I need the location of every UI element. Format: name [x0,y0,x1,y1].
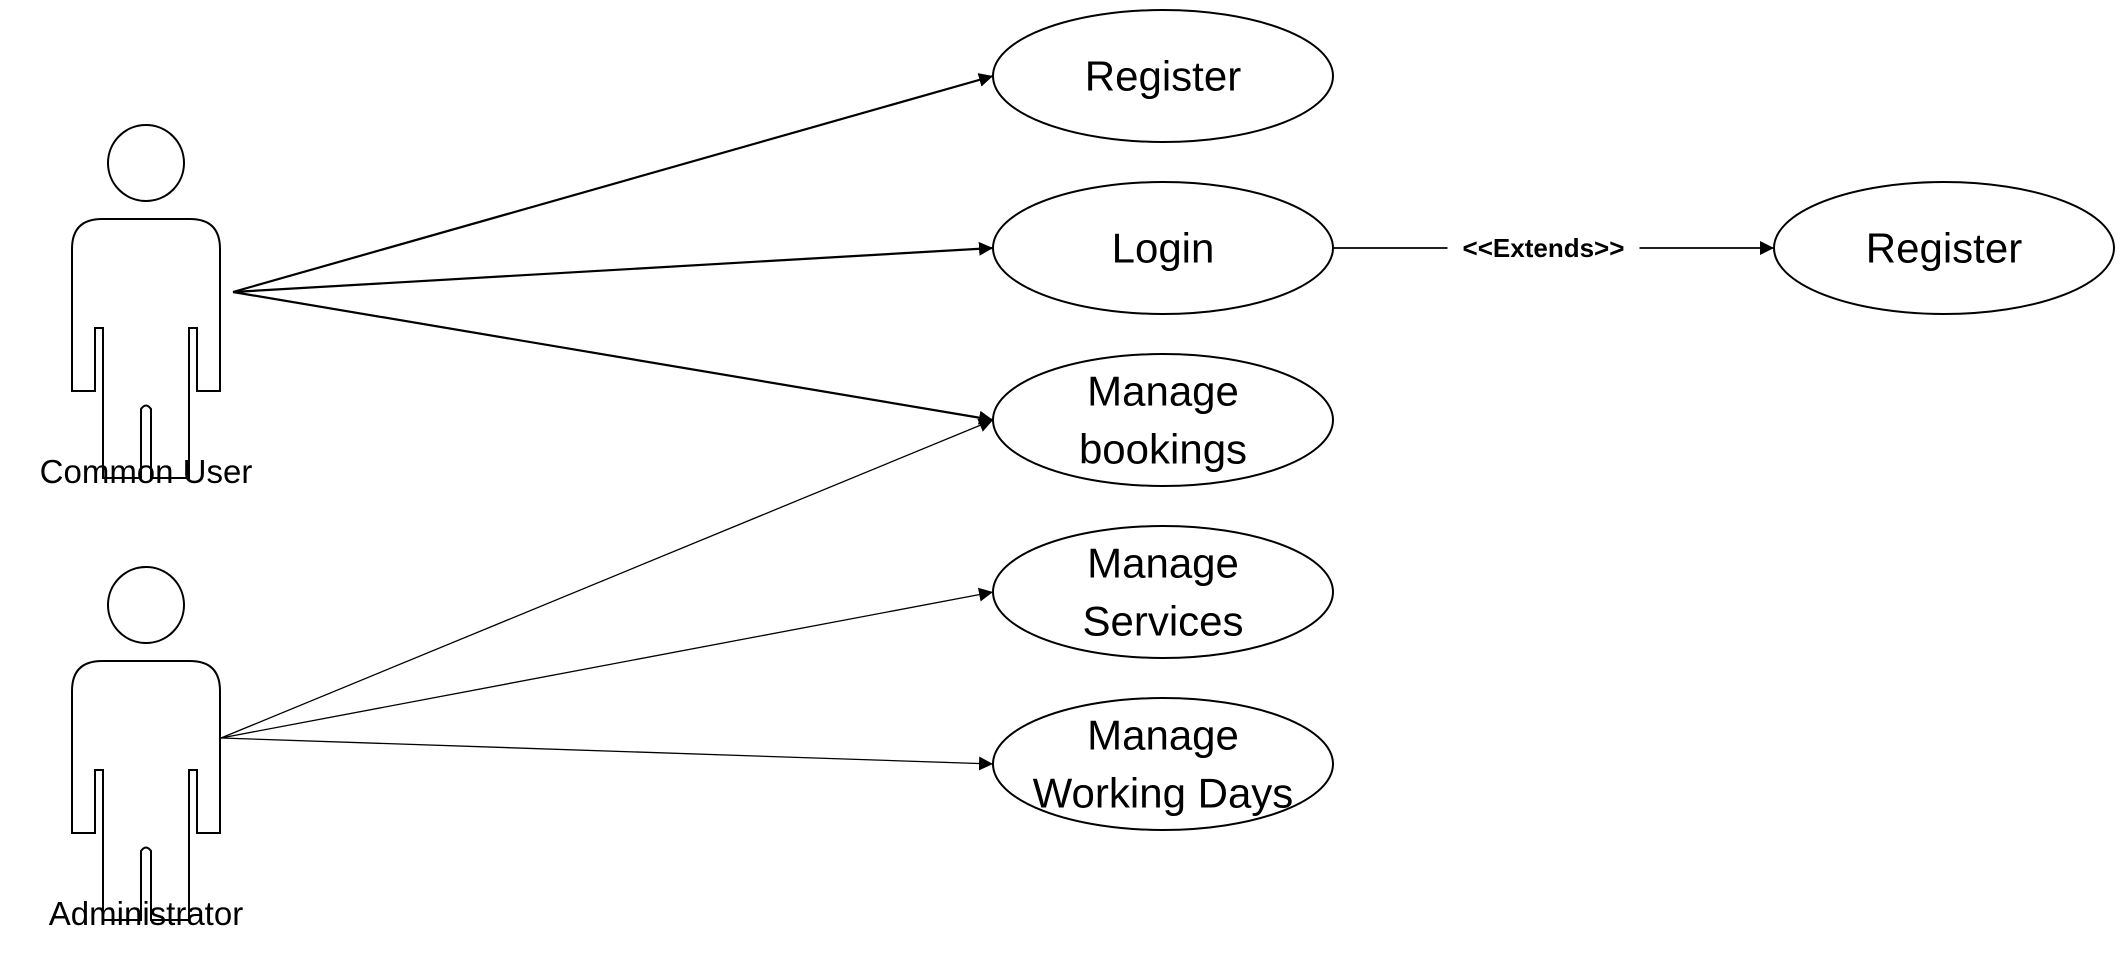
relation-administrator-to-manage-bookings [220,418,994,739]
use-case-ellipse [1773,181,2115,315]
use-case-label: Register [1866,225,2022,272]
use-case-label: Manage [1087,540,1239,587]
use-case-ellipse [992,697,1334,831]
actor-body [71,660,221,921]
use-case-label: bookings [1079,426,1247,473]
use-case-ellipse [992,525,1334,659]
relation-administrator-to-manage-services [220,587,994,739]
use-case-login[interactable]: Login [992,181,1334,315]
actor-common-user[interactable]: Common User [40,124,253,490]
relation-line [220,418,994,739]
relation-line [232,73,994,294]
relation-login-to-register-2: <<Extends>> [1333,230,1774,266]
use-case-ellipse [992,9,1334,143]
relation-common-user-to-manage-bookings [232,290,994,425]
relation-line [232,241,994,294]
actor-label: Administrator [49,895,243,932]
use-case-manage-bookings[interactable]: Manage bookings [992,353,1334,487]
relation-line [220,587,994,739]
use-case-register-1[interactable]: Register [992,9,1334,143]
relation-label-background [1447,230,1640,266]
relation-common-user-to-register-1 [232,73,994,294]
use-case-ellipse [992,353,1334,487]
use-cases: RegisterLoginManagebookingsManageService… [992,9,2115,831]
use-case-label: Register [1085,53,1241,100]
use-case-label: Login [1112,225,1215,272]
actor-label: Common User [40,453,253,490]
actor-administrator[interactable]: Administrator [49,566,243,932]
use-case-label: Manage [1087,712,1239,759]
actor-head [107,566,185,644]
relation-label: <<Extends>> [1463,233,1625,263]
use-case-label: Services [1082,598,1243,645]
use-case-register-2[interactable]: Register [1773,181,2115,315]
use-case-ellipse [992,181,1334,315]
relation-administrator-to-manage-working-days [220,737,994,771]
use-case-label: Working Days [1033,770,1294,817]
relations: <<Extends>> [220,73,1774,771]
actor-body [71,218,221,479]
relation-line [232,290,994,425]
use-case-label: Manage [1087,368,1239,415]
relation-common-user-to-login [232,241,994,294]
actor-head [107,124,185,202]
relation-line [220,737,994,771]
